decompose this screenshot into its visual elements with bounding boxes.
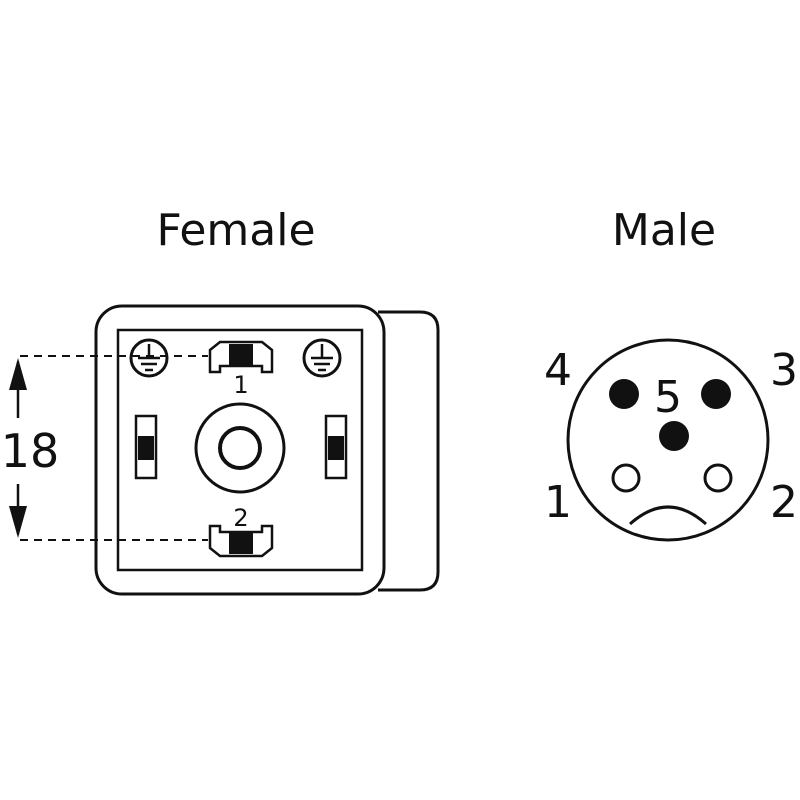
center-screw-outer: [194, 402, 286, 494]
male-title: Male: [612, 205, 716, 256]
female-contact-left: [134, 414, 158, 480]
female-pin-1-label: 1: [233, 371, 248, 399]
male-pin-1: [611, 463, 641, 493]
male-pin-3-label: 3: [770, 345, 798, 396]
ground-icon-right: [302, 338, 342, 378]
connector-side-tab: [378, 310, 440, 592]
male-pin-4: [609, 379, 639, 409]
male-pin-5-label: 5: [654, 372, 682, 423]
dimension-label: 18: [1, 424, 60, 478]
female-contact-2: [208, 524, 274, 558]
female-housing-outer: [94, 304, 386, 596]
female-contact-right: [324, 414, 348, 480]
female-title: Female: [156, 205, 315, 256]
male-pin-5: [659, 421, 689, 451]
female-connector: [20, 304, 440, 596]
male-pin-4-label: 4: [544, 345, 572, 396]
male-housing: [566, 338, 770, 542]
male-connector: [566, 338, 770, 542]
ground-icon-left: [129, 338, 169, 378]
male-pin-1-label: 1: [544, 477, 572, 528]
male-pin-3: [701, 379, 731, 409]
female-housing-inner: [116, 328, 364, 572]
female-contact-1: [208, 340, 274, 374]
dimension-line: [9, 358, 27, 538]
male-pin-2-label: 2: [770, 477, 798, 528]
female-pin-2-label: 2: [233, 504, 248, 532]
center-screw-hole: [218, 426, 262, 470]
male-key-notch: [629, 505, 707, 526]
male-pin-2: [703, 463, 733, 493]
